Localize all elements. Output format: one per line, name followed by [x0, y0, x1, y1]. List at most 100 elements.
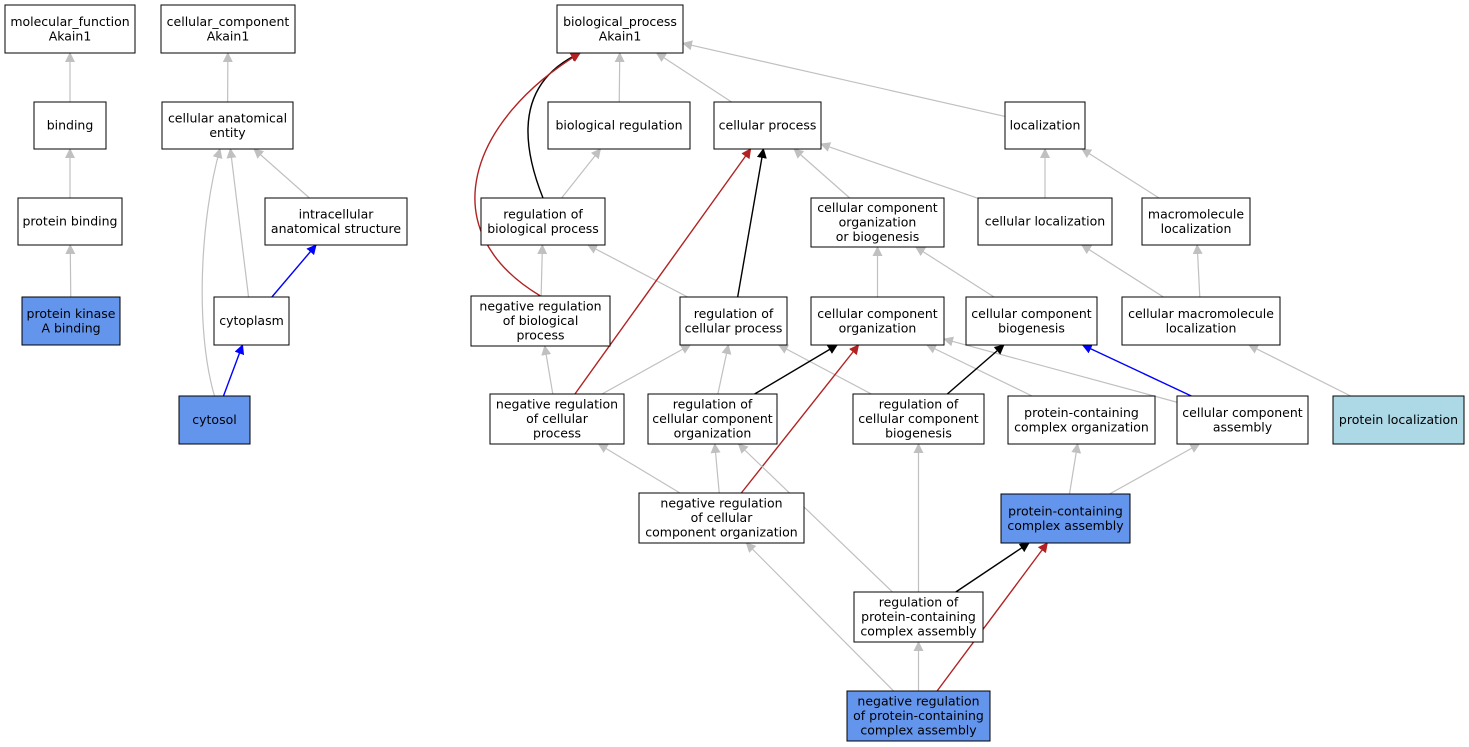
edge-is-a-rbp-to-breg	[561, 148, 602, 199]
node-label-line: process	[533, 426, 581, 441]
edge-negatively-regulates-nrpcca-to-pcca	[936, 542, 1048, 692]
node-label-line: cellular component	[817, 200, 937, 215]
node-label-line: protein kinase	[27, 306, 116, 321]
node-box	[965, 296, 1098, 346]
node-label-line: assembly	[1213, 419, 1273, 434]
node-box	[679, 296, 788, 346]
edge-is-a-ias-to-cae	[253, 148, 310, 199]
node-label-line: regulation of	[879, 595, 959, 610]
edge-regulates-rcco-to-cco	[754, 344, 838, 395]
node-label-line: of protein-containing	[853, 708, 984, 723]
node-label-line: regulation of	[879, 397, 959, 412]
node-box	[33, 101, 107, 150]
edge-regulates-rcp-to-cproc	[736, 148, 767, 298]
node-box	[470, 295, 611, 347]
node-box	[647, 393, 778, 445]
node-label-line: regulation of	[694, 306, 774, 321]
edge-is-a-nrbp-to-rbp	[537, 244, 548, 297]
go-term-node-cytosol[interactable]: cytosol	[178, 395, 251, 445]
edge-is-a-rcco-to-rcp	[717, 344, 732, 395]
edge-is-a-pcco-to-cco	[926, 344, 1033, 397]
edge-negatively-regulates-nrbp-to-bp	[474, 52, 581, 297]
node-label-line: negative regulation	[857, 694, 979, 709]
node-label-line: organization	[839, 215, 917, 230]
node-label-line: cellular component	[652, 411, 772, 426]
node-label-line: regulation of	[503, 206, 583, 221]
go-term-node-loc[interactable]: localization	[1004, 101, 1086, 150]
edge-is-a-cproc-to-bp	[655, 52, 732, 103]
go-term-node-ploc[interactable]: protein localization	[1332, 395, 1465, 445]
node-box	[489, 393, 625, 445]
edge-is-a-cmloc-to-mloc	[1192, 244, 1203, 298]
go-term-node-binding[interactable]: binding	[33, 101, 107, 150]
node-label-line: negative regulation	[479, 299, 601, 314]
edge-is-a-rccb-to-rcp	[777, 344, 872, 395]
node-label-line: biogenesis	[885, 426, 952, 441]
node-label-line: macromolecule	[1148, 206, 1244, 221]
node-box	[17, 197, 123, 246]
edges-layer	[65, 40, 1351, 692]
node-label-line: process	[516, 328, 564, 343]
go-term-node-breg[interactable]: biological regulation	[547, 101, 691, 150]
go-term-node-cloc[interactable]: cellular localization	[977, 197, 1113, 246]
node-label-line: Akain1	[599, 28, 642, 43]
node-box	[480, 197, 606, 246]
edge-is-a-nrcp-to-nrbp	[541, 345, 554, 395]
node-label-line: cellular localization	[985, 214, 1105, 229]
go-term-node-cproc[interactable]: cellular process	[713, 101, 822, 150]
edge-is-a-rpcca-to-rcco	[737, 443, 893, 593]
edge-is-a-cytosol-to-cae	[201, 148, 223, 397]
go-term-node-pbind[interactable]: protein binding	[17, 197, 123, 246]
node-box	[1121, 296, 1281, 346]
node-box	[1004, 101, 1086, 150]
edge-is-a-ploc-to-cmloc	[1247, 344, 1351, 397]
edge-is-a-loc-to-bp	[682, 40, 1006, 118]
node-label-line: biological_process	[563, 14, 677, 29]
edge-is-a-ccob-to-cproc	[793, 148, 851, 199]
node-label-line: cellular process	[719, 118, 817, 133]
node-box	[1141, 197, 1251, 246]
edge-regulates-rccb-to-ccb	[946, 344, 1005, 395]
node-box	[1176, 395, 1309, 445]
node-label-line: cellular_component	[167, 14, 290, 29]
go-term-node-cyto[interactable]: cytoplasm	[213, 296, 290, 346]
node-label-line: cytosol	[192, 412, 236, 427]
node-label-line: cellular component	[1182, 405, 1302, 420]
node-box	[810, 197, 945, 248]
node-box	[21, 296, 121, 346]
edge-part-of-cytosol-to-cyto	[222, 344, 245, 397]
node-label-line: cellular component	[858, 411, 978, 426]
node-label-line: protein-containing	[1024, 405, 1139, 420]
node-label-line: component organization	[645, 525, 797, 540]
edge-is-a-cca-to-cco	[943, 336, 1178, 403]
node-box	[547, 101, 691, 150]
edge-part-of-cyto-to-ias	[271, 244, 317, 298]
edge-negatively-regulates-nrcp-to-cproc	[574, 148, 752, 395]
node-box	[178, 395, 251, 445]
